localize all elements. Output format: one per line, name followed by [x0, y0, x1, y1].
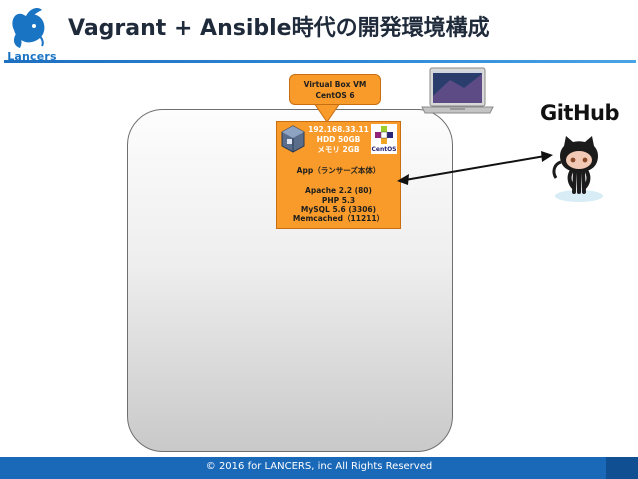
title-underline	[4, 60, 636, 63]
callout-line-2: CentOS 6	[315, 91, 355, 100]
callout-line-1: Virtual Box VM	[303, 80, 367, 89]
vm-memcached: Memcached（11211）	[292, 214, 385, 223]
vm-ip: 192.168.33.11	[308, 125, 369, 134]
vm-memory: メモリ 2GB	[317, 145, 360, 154]
svg-text:CentOS: CentOS	[371, 146, 396, 153]
vm-app: App（ランサーズ本体）	[296, 166, 381, 175]
footer-accent-block	[606, 457, 638, 479]
centos-icon: CentOS	[371, 124, 397, 154]
lancers-logo-icon	[12, 8, 45, 48]
virtualbox-icon	[281, 125, 305, 153]
laptop-icon	[421, 67, 494, 114]
vm-apache: Apache 2.2 (80)	[305, 186, 372, 195]
callout-tail	[313, 103, 341, 123]
footer-bar	[0, 457, 638, 479]
sync-arrow	[397, 151, 553, 185]
vm-php: PHP 5.3	[321, 196, 356, 205]
logo-text: Lancers	[7, 50, 57, 63]
page-title: Vagrant + Ansible時代の開発環境構成	[68, 16, 490, 41]
footer-copyright: © 2016 for LANCERS, inc All Rights Reser…	[205, 461, 433, 472]
vm-callout: Virtual Box VM CentOS 6	[289, 74, 381, 105]
github-label: GitHub	[540, 101, 620, 125]
vm-hdd: HDD 50GB	[316, 135, 361, 144]
github-octocat-icon	[552, 136, 603, 202]
vm-mysql: MySQL 5.6 (3306)	[300, 205, 377, 214]
